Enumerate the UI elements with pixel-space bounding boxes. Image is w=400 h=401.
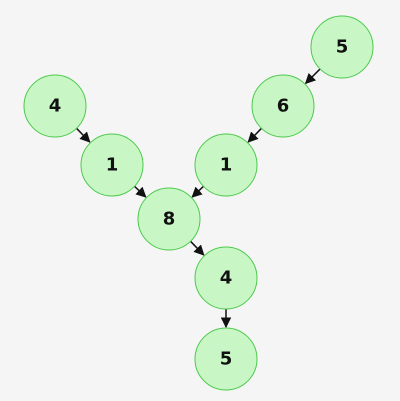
edges-layer [75, 68, 321, 329]
node-circle [194, 327, 258, 391]
edge-n3-to-n4 [75, 127, 91, 143]
node-n4: 1 [80, 133, 144, 197]
node-circle [310, 15, 374, 79]
node-label: 1 [220, 155, 233, 176]
node-circle [80, 133, 144, 197]
edge-n2-to-n5 [247, 127, 263, 143]
edge-n5-to-n6 [191, 185, 205, 198]
node-label: 8 [163, 209, 176, 230]
edge-n6-to-n7 [189, 240, 205, 256]
node-label: 6 [277, 96, 290, 117]
node-n1: 5 [310, 15, 374, 79]
node-label: 5 [220, 349, 233, 370]
edge-n4-to-n6 [133, 185, 147, 198]
node-n8: 5 [194, 327, 258, 391]
edge-n1-to-n2 [304, 68, 321, 85]
node-circle [194, 133, 258, 197]
node-circle [137, 187, 201, 251]
nodes-layer: 5 6 4 1 1 8 4 5 [23, 15, 374, 391]
node-n6: 8 [137, 187, 201, 251]
node-label: 4 [49, 96, 62, 117]
node-label: 4 [220, 268, 233, 289]
node-n7: 4 [194, 246, 258, 310]
node-circle [194, 246, 258, 310]
node-n2: 6 [251, 74, 315, 138]
node-circle [251, 74, 315, 138]
node-label: 5 [336, 37, 349, 58]
node-n5: 1 [194, 133, 258, 197]
node-label: 1 [106, 155, 119, 176]
node-n3: 4 [23, 74, 87, 138]
node-circle [23, 74, 87, 138]
